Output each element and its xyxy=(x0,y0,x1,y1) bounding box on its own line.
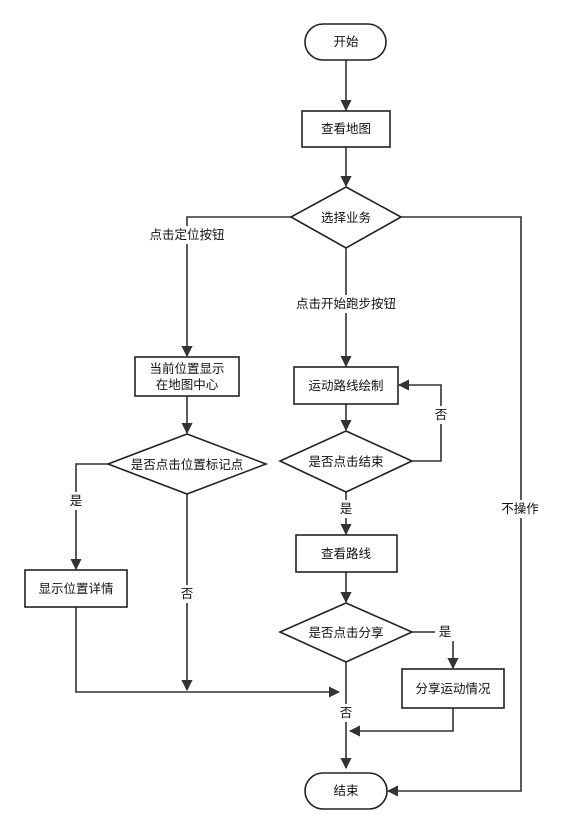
edge-share-to-merge xyxy=(348,708,454,737)
label-start-run-button: 点击开始跑步按钮 xyxy=(296,296,396,311)
edge-labels: 点击定位按钮 点击开始跑步按钮 不操作 是 否 否 是 是 否 xyxy=(66,226,543,722)
node-click-end: 是否点击结束 xyxy=(278,430,414,493)
node-show-detail: 显示位置详情 xyxy=(24,569,128,608)
node-end-label: 结束 xyxy=(333,783,359,798)
node-center-line1: 当前位置显示 xyxy=(149,361,224,376)
node-center-location: 当前位置显示 在地图中心 xyxy=(134,356,240,397)
label-share-yes: 是 xyxy=(439,624,452,639)
node-start: 开始 xyxy=(304,23,387,61)
label-marker-yes: 是 xyxy=(70,493,83,508)
label-no-action: 不操作 xyxy=(501,501,539,516)
node-draw-route: 运动路线绘制 xyxy=(293,366,399,405)
edge-marker-yes xyxy=(70,463,108,571)
node-choose-service-label: 选择业务 xyxy=(321,210,371,225)
node-center-line2: 在地图中心 xyxy=(156,377,219,392)
node-view-map: 查看地图 xyxy=(301,110,391,148)
node-view-map-label: 查看地图 xyxy=(321,121,371,136)
node-choose-service: 选择业务 xyxy=(289,186,403,249)
node-end: 结束 xyxy=(304,772,388,810)
edge-choose-to-center xyxy=(181,216,291,358)
label-end-no: 否 xyxy=(435,407,448,422)
node-click-marker-label: 是否点击位置标记点 xyxy=(131,457,244,472)
node-share: 分享运动情况 xyxy=(401,668,505,709)
edge-detail-to-merge xyxy=(75,607,341,698)
label-locate-button: 点击定位按钮 xyxy=(149,227,224,242)
node-click-share-label: 是否点击分享 xyxy=(308,625,383,640)
node-show-detail-label: 显示位置详情 xyxy=(38,581,113,596)
node-view-route: 查看路线 xyxy=(295,534,398,573)
node-share-label: 分享运动情况 xyxy=(415,681,491,696)
label-share-no: 否 xyxy=(340,705,353,720)
node-click-end-label: 是否点击结束 xyxy=(308,454,384,469)
node-click-marker: 是否点击位置标记点 xyxy=(105,433,269,495)
node-start-label: 开始 xyxy=(333,34,359,49)
label-marker-no: 否 xyxy=(181,586,194,601)
node-click-share: 是否点击分享 xyxy=(278,602,414,663)
label-end-yes: 是 xyxy=(340,501,353,516)
node-view-route-label: 查看路线 xyxy=(321,546,372,561)
node-draw-route-label: 运动路线绘制 xyxy=(308,378,383,393)
